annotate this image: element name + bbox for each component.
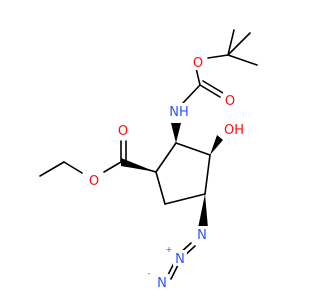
bond-tert-methyl-2 <box>227 54 258 66</box>
bond-n2-n3-b <box>170 264 179 280</box>
molecule-structure: O O OH NH O O N N + N - <box>39 29 258 291</box>
bond-ester-o-ch2 <box>63 161 83 174</box>
wedge-c3-oh <box>210 135 223 155</box>
stereo-wedges <box>121 123 223 228</box>
atom-labels: O O OH NH O O N N + N - <box>86 54 248 291</box>
carbamate-nh-label: NH <box>169 105 189 120</box>
bond-carbamate-c-o-double-1 <box>199 84 221 98</box>
bonds <box>39 29 258 280</box>
bond-carbamate-c-o-double-2 <box>202 80 224 94</box>
wedge-c1-ester <box>121 158 156 172</box>
ring-bond-c2-c3 <box>175 142 211 156</box>
wedge-c2-nh <box>171 123 181 143</box>
ring-bond-c3-c4 <box>204 154 211 195</box>
carbamate-carbonyl-oxygen-label: O <box>225 94 235 109</box>
wedge-c4-azide <box>198 194 208 228</box>
bond-tert-methyl-3 <box>227 29 235 56</box>
carbamate-oxygen-label: O <box>193 56 203 71</box>
azide-nitrogen-2-label: N <box>175 252 185 267</box>
azide-nitrogen-3-label: N <box>157 276 167 291</box>
azide-nitrogen-3-charge: - <box>148 269 151 278</box>
azide-nitrogen-2-charge: + <box>166 245 173 254</box>
bond-ester-c-o-single <box>103 161 122 173</box>
bond-tert-methyl-1 <box>227 32 251 56</box>
ring-bond-c1-c2 <box>155 142 177 173</box>
ring-bond-c5-c1 <box>155 171 166 205</box>
bond-ch2-ch3 <box>39 161 65 177</box>
bond-o-tert-carbon <box>207 54 229 59</box>
azide-nitrogen-1-label: N <box>197 228 207 243</box>
bond-carbamate-c-o-single <box>195 67 201 86</box>
bond-nh-carbamate-carbon <box>182 84 201 104</box>
ester-oxygen-label: O <box>89 174 99 189</box>
hydroxyl-label: OH <box>224 123 244 138</box>
ring-bond-c4-c5 <box>164 193 206 205</box>
ester-carbonyl-oxygen-label: O <box>118 124 128 139</box>
